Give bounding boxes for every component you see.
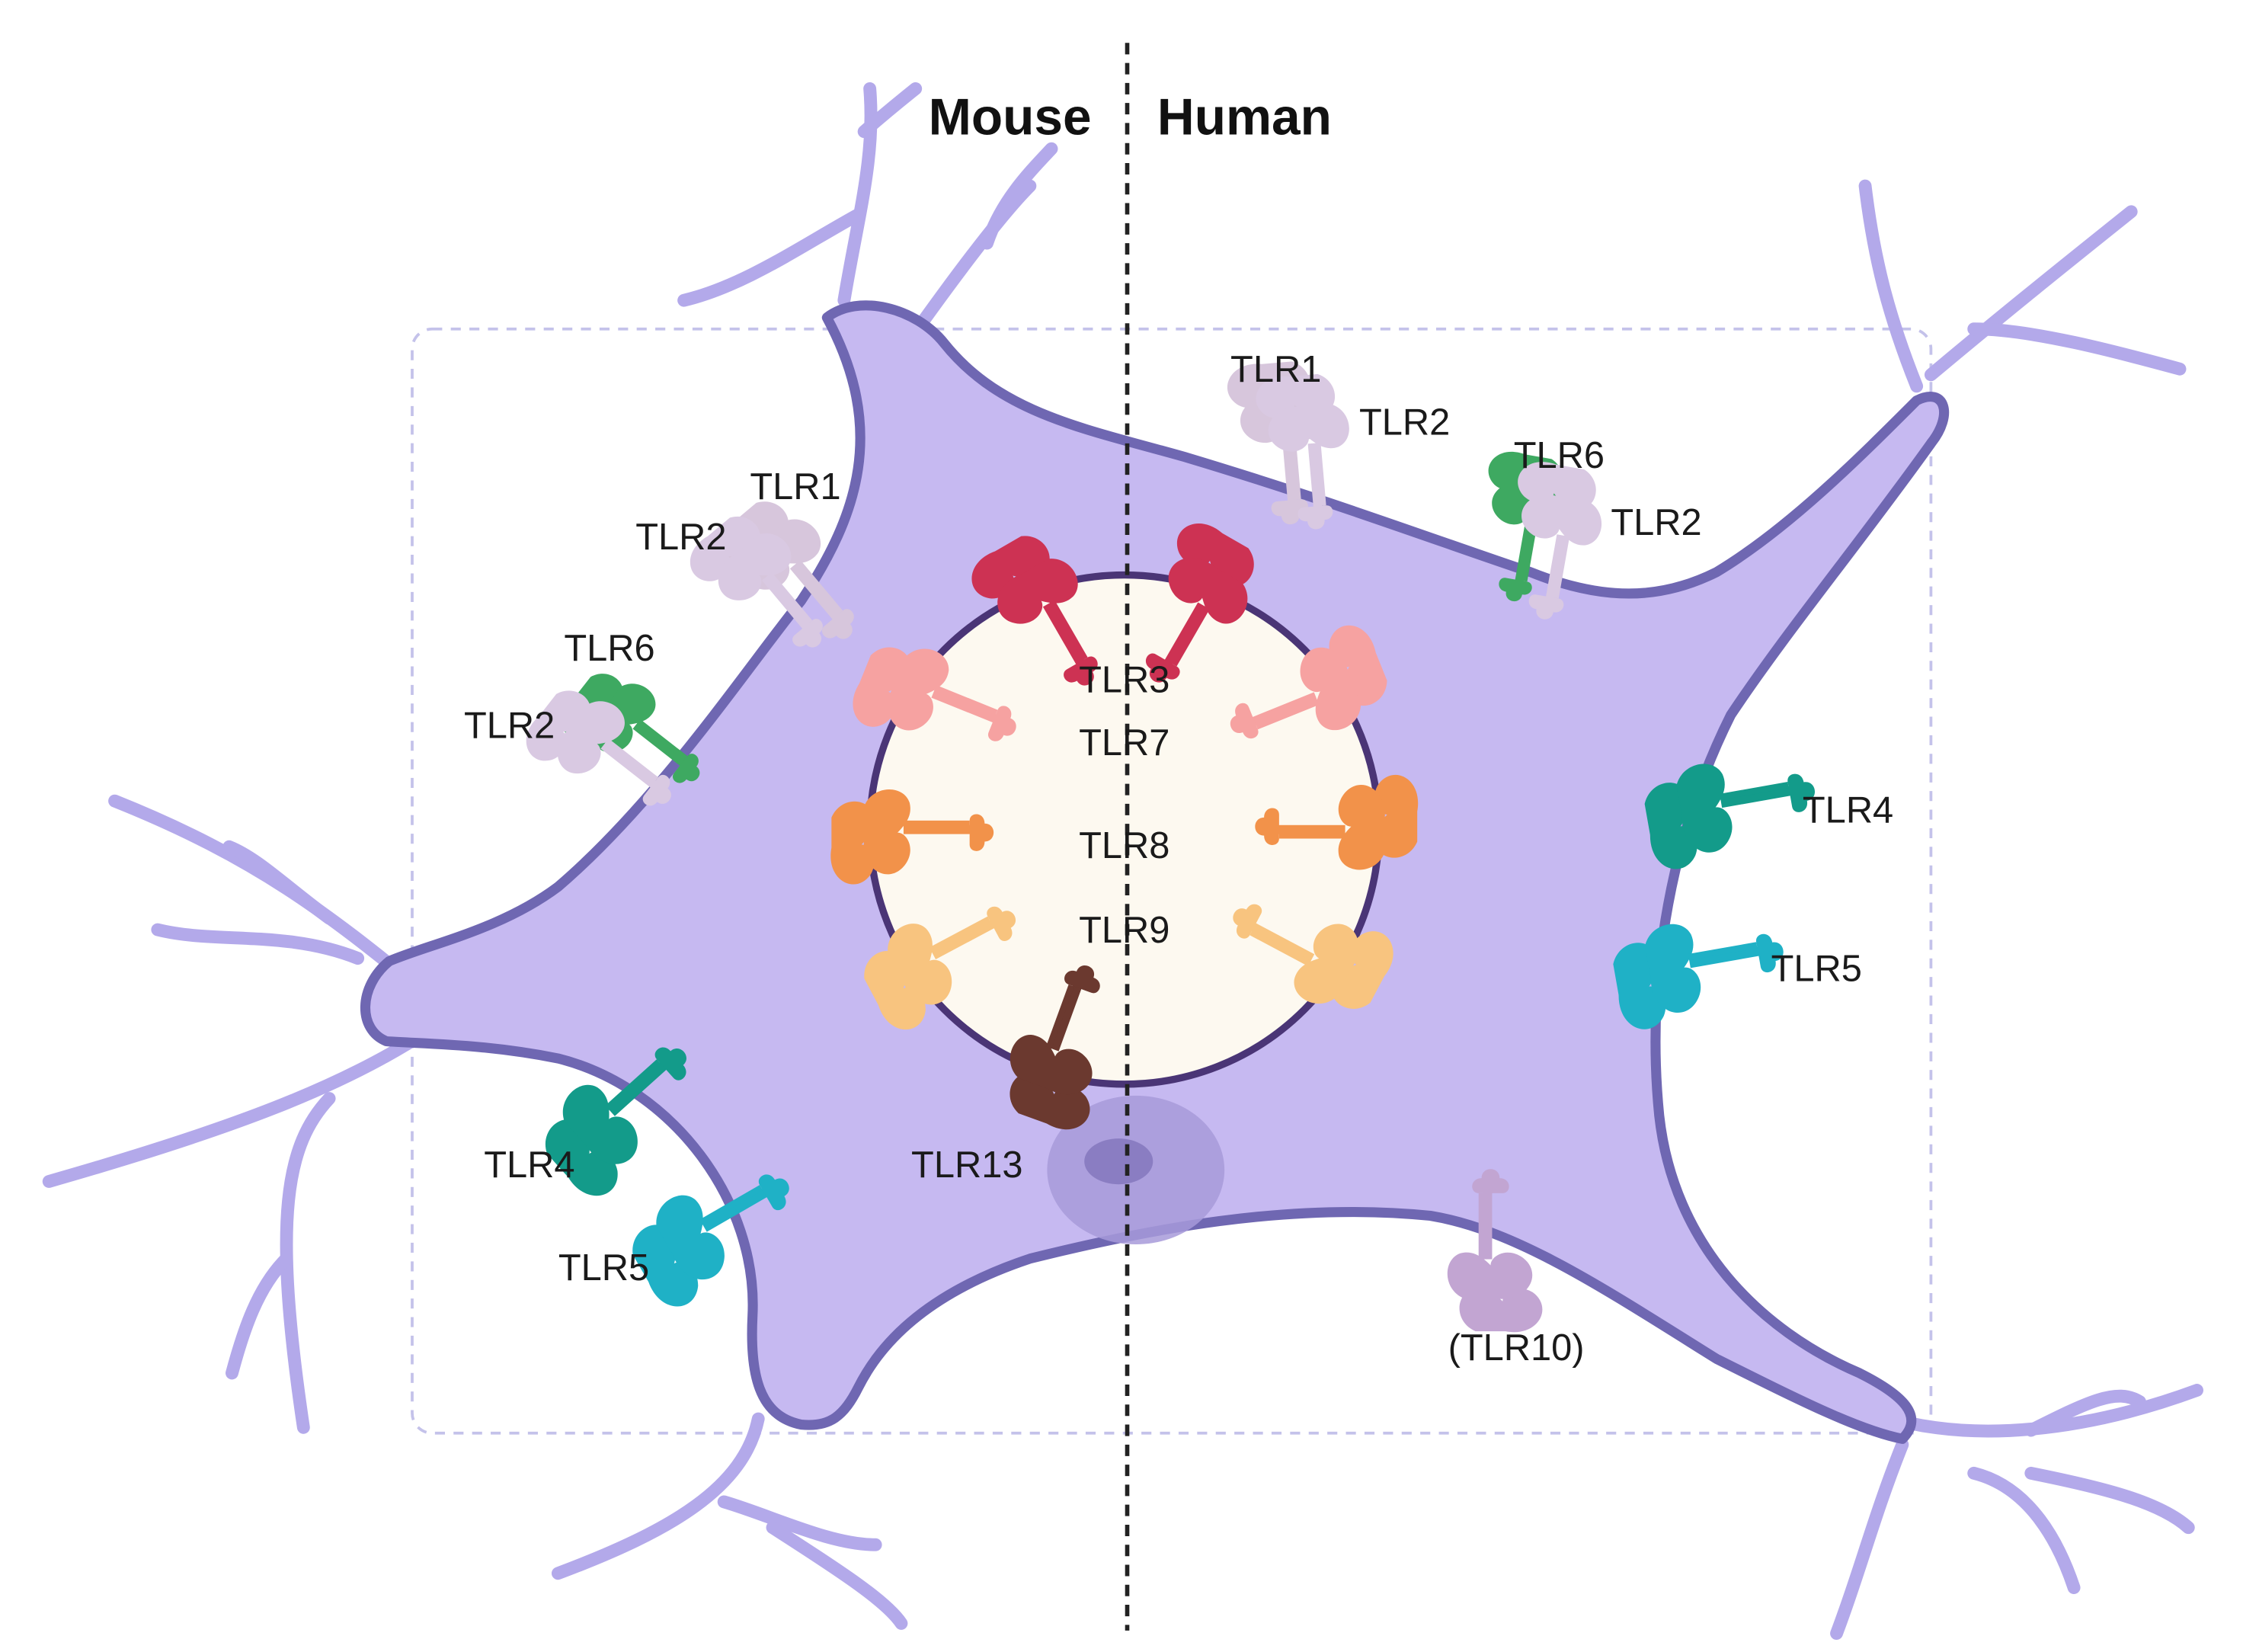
label-human-tlr4: TLR4 — [1803, 789, 1893, 831]
label-mouse-tlr4: TLR4 — [484, 1145, 574, 1186]
label-tlr9: TLR9 — [1079, 910, 1169, 951]
header-human: Human — [1157, 88, 1332, 146]
label-human-tlr6: TLR6 — [1514, 435, 1605, 476]
nucleolus — [1084, 1138, 1153, 1185]
label-human-tlr2-b: TLR2 — [1611, 502, 1701, 543]
label-human-tlr2-a: TLR2 — [1359, 402, 1450, 443]
label-mouse-tlr6: TLR6 — [564, 628, 654, 669]
label-mouse-tlr2-b: TLR2 — [464, 706, 555, 747]
label-human-tlr1: TLR1 — [1230, 349, 1321, 390]
header-mouse: Mouse — [929, 88, 1092, 146]
dendrites — [42, 82, 2203, 1641]
label-tlr7: TLR7 — [1079, 722, 1169, 764]
label-mouse-tlr13: TLR13 — [911, 1145, 1022, 1186]
label-tlr8: TLR8 — [1079, 825, 1169, 866]
label-human-tlr10: (TLR10) — [1448, 1327, 1585, 1369]
label-mouse-tlr1: TLR1 — [750, 466, 840, 507]
label-mouse-tlr2-a: TLR2 — [635, 517, 726, 558]
label-human-tlr5: TLR5 — [1771, 949, 1862, 990]
label-tlr3: TLR3 — [1079, 659, 1169, 700]
label-mouse-tlr5: TLR5 — [558, 1247, 649, 1289]
